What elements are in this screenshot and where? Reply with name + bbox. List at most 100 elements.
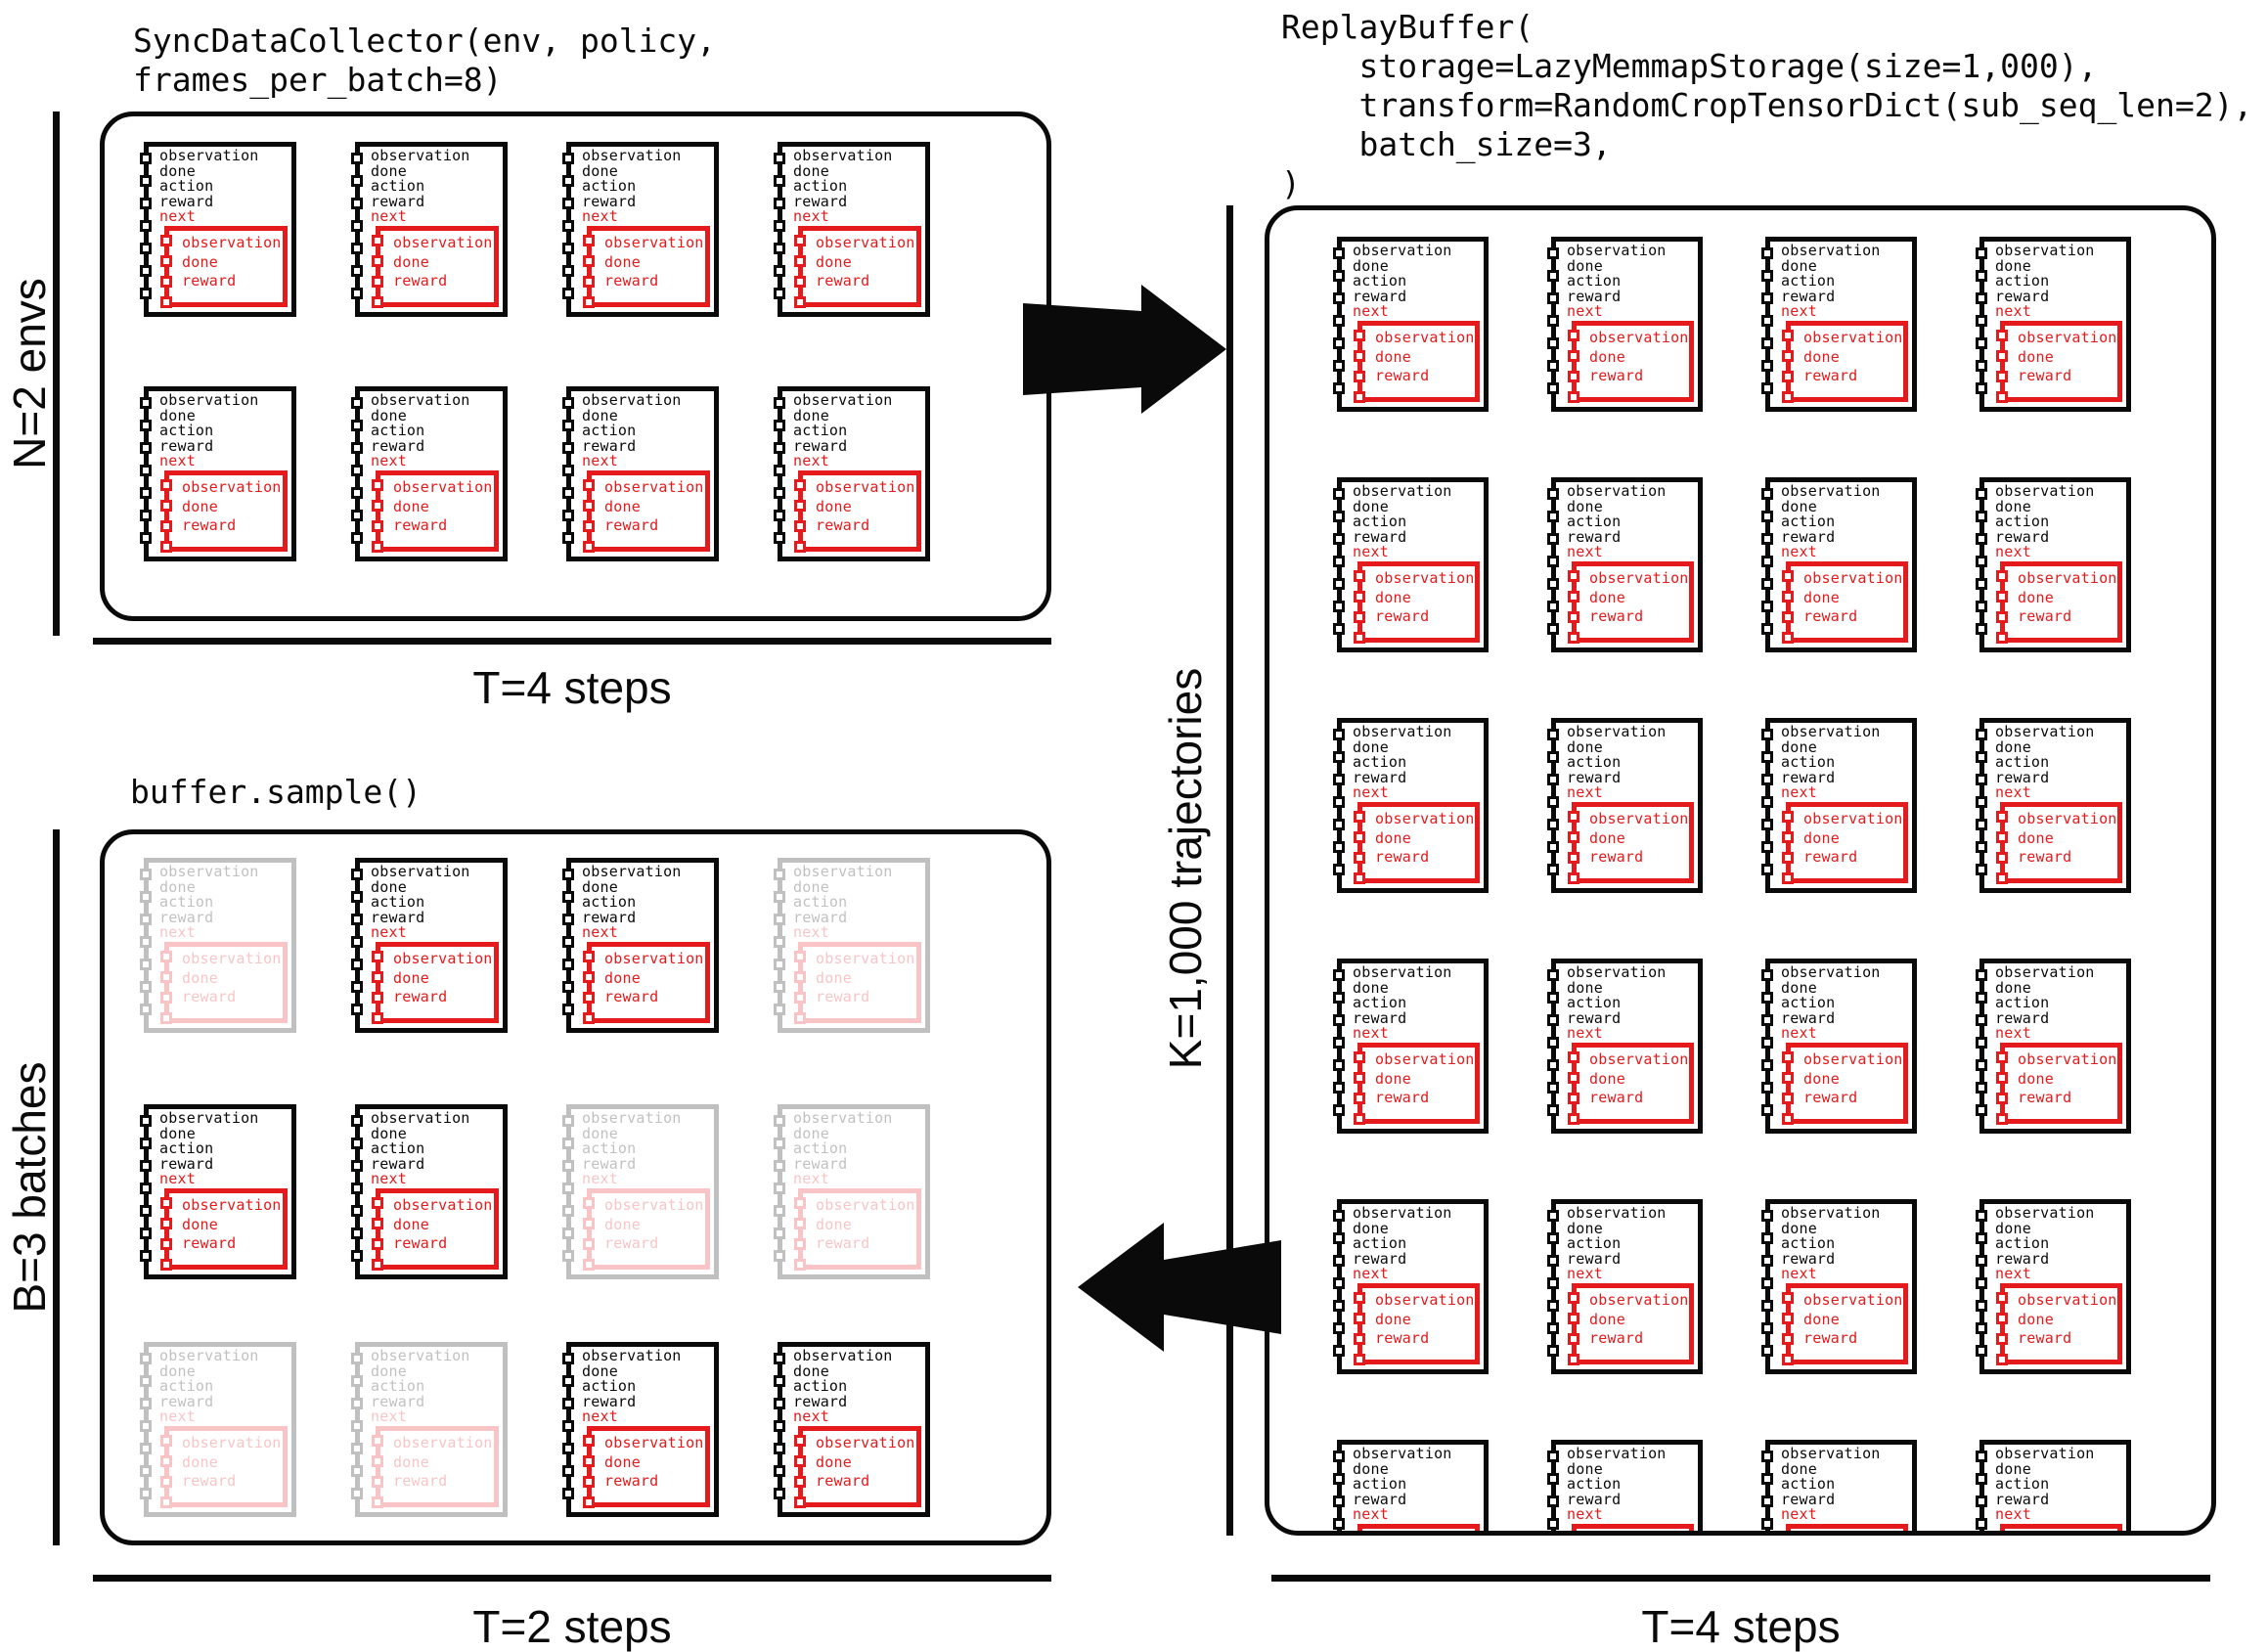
next-tensor-entry-square [1996, 1113, 2008, 1125]
tensor-entry-square [351, 288, 363, 299]
tensordict-key-next: next [1995, 783, 2031, 801]
next-tensor-entry-square [160, 1435, 172, 1447]
next-tensor-entry-square [1782, 1292, 1794, 1304]
next-tensor-entry-square [160, 255, 172, 267]
tensor-entry-square [351, 510, 363, 521]
tensor-entry-square [351, 1160, 363, 1172]
next-tensor-entry-square [1568, 1354, 1579, 1365]
tensor-entry-square [140, 420, 152, 431]
next-tensor-entry-square [372, 255, 383, 267]
next-tensor-entry-square [583, 541, 595, 553]
tensordict-key: observation [582, 1347, 682, 1364]
tensordict-key: reward [1353, 1249, 1407, 1268]
next-tensor-entry-square [372, 479, 383, 491]
next-tensor-entry-square [372, 1259, 383, 1271]
tensordict-key: done [1781, 737, 1817, 756]
tensordict-key: observation [1567, 1204, 1667, 1222]
tensor-entry-square [1761, 864, 1773, 875]
tensor-entry-square [562, 265, 574, 277]
tensor-entry-square [351, 1138, 363, 1149]
tensor-entry-square [1761, 992, 1773, 1004]
next-tensor-entry-square [1568, 611, 1579, 623]
tensor-entry-square [774, 1353, 785, 1364]
next-tensor-entry-square [1568, 1292, 1579, 1304]
next-tensor-entry-square [1782, 1113, 1794, 1125]
tensor-entry-square [774, 288, 785, 299]
tensor-entry-square [351, 420, 363, 431]
tensor-entry-square [1976, 1496, 1987, 1507]
tensor-entry-square [351, 1420, 363, 1432]
next-tensordict-key: reward [1803, 848, 1858, 866]
tensordict-key: reward [1995, 768, 2050, 786]
tensordict-key: observation [371, 1347, 470, 1364]
tensor-entry-square [562, 1420, 574, 1432]
tensor-entry-square [1333, 556, 1345, 567]
next-tensordict-key: done [604, 252, 641, 271]
next-tensor-entry-square [1568, 1313, 1579, 1324]
next-tensor-entry-square [160, 296, 172, 308]
tensor-entry-square [351, 1488, 363, 1499]
next-tensordict-key: observation [393, 1434, 493, 1451]
next-tensordict-key: done [393, 1215, 429, 1233]
next-tensordict-key: reward [1375, 1329, 1430, 1347]
tensordict-card: observationdoneactionrewardnextobservati… [1976, 1440, 2131, 1531]
tensordict-key-next: next [159, 452, 196, 469]
next-tensordict-key: reward [393, 272, 448, 290]
tensordict-key: action [371, 1377, 425, 1395]
next-tensordict-key: reward [393, 516, 448, 534]
tensor-entry-square [562, 869, 574, 880]
tensor-entry-square [562, 936, 574, 948]
next-tensordict-key: done [393, 497, 429, 515]
tensordict-key: action [1995, 994, 2050, 1011]
next-tensor-entry-square [1996, 1313, 2008, 1324]
next-tensor-entry-square [1782, 852, 1794, 864]
tensor-entry-square [1333, 623, 1345, 635]
tensor-entry-square [140, 1228, 152, 1239]
tensor-entry-square [140, 959, 152, 970]
tensor-entry-square [1761, 578, 1773, 590]
tensordict-key: reward [159, 908, 214, 926]
tensor-entry-square [1547, 1322, 1559, 1334]
tensor-entry-square [1761, 315, 1773, 327]
tensor-entry-square [1333, 270, 1345, 282]
tensor-entry-square [140, 243, 152, 254]
tensor-entry-square [1976, 1277, 1987, 1289]
next-tensordict-key: done [1375, 347, 1411, 366]
tensor-entry-square [1547, 796, 1559, 808]
tensordict-key: action [793, 893, 848, 911]
next-tensor-entry-square [794, 951, 806, 962]
tensordict-key: action [1567, 513, 1622, 530]
tensordict-key: observation [1781, 963, 1881, 981]
tensordict-key: done [159, 406, 196, 424]
tensor-entry-square [1976, 1210, 1987, 1222]
next-tensordict-key: observation [1589, 329, 1689, 346]
next-tensor-entry-square [1782, 371, 1794, 382]
next-tensordict-key: observation [604, 478, 704, 496]
tensor-entry-square [1547, 1345, 1559, 1357]
tensordict-key: done [582, 161, 618, 180]
next-tensor-entry-square [160, 1012, 172, 1024]
tensor-entry-square [140, 1375, 152, 1387]
next-tensordict-key: done [816, 252, 852, 271]
tensor-entry-square [1333, 315, 1345, 327]
tensordict-key: action [1995, 513, 2050, 530]
tensor-entry-square [351, 220, 363, 232]
next-tensor-entry-square [583, 1496, 595, 1508]
tensor-entry-square [1976, 1059, 1987, 1071]
tensor-entry-square [562, 487, 574, 499]
next-tensordict-key: observation [1375, 569, 1475, 587]
tensor-entry-square [1761, 1104, 1773, 1116]
tensordict-key-next: next [1353, 1024, 1389, 1042]
